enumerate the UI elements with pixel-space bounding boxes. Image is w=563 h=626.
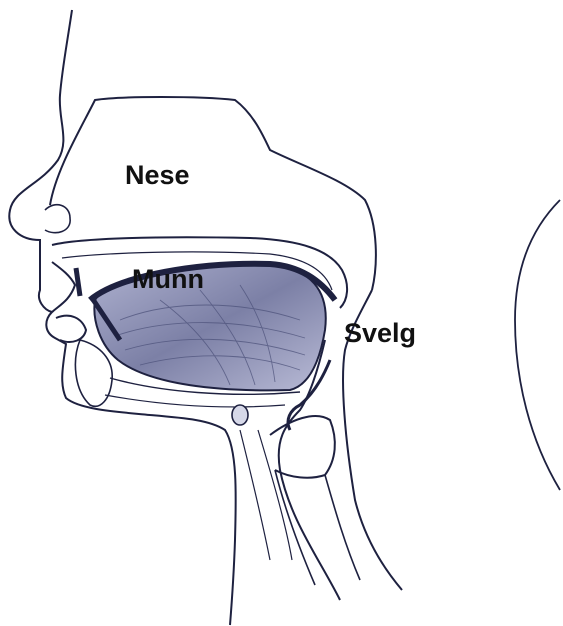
trachea-outline bbox=[275, 470, 360, 585]
mouth-floor-line-2 bbox=[105, 395, 285, 407]
nasal-cavity-outline bbox=[50, 97, 376, 290]
back-of-head-outline bbox=[515, 200, 560, 490]
hyoid-bone bbox=[232, 405, 248, 425]
label-mouth: Munn bbox=[132, 266, 204, 293]
nostril-outline bbox=[45, 205, 70, 233]
label-nose: Nese bbox=[125, 162, 190, 189]
esophagus-outline bbox=[240, 430, 292, 560]
lower-lip-outline bbox=[56, 316, 86, 342]
jaw-outline bbox=[75, 340, 112, 406]
upper-lip-outline bbox=[52, 262, 75, 312]
label-throat: Svelg bbox=[344, 320, 416, 347]
